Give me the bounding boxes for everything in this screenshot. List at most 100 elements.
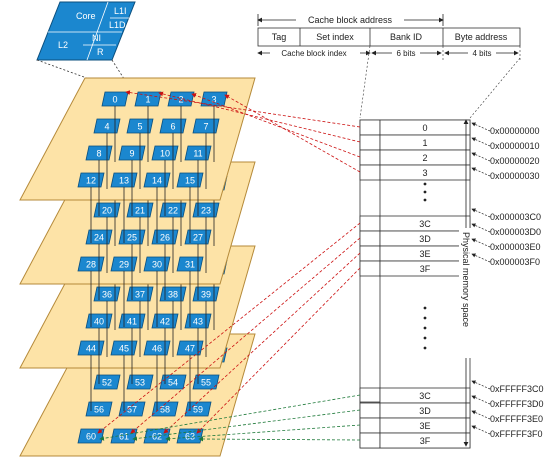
chip-25: 25 — [118, 229, 146, 245]
address-top-2: 0x00000020 — [490, 156, 540, 166]
address-mid-3: 0x000003F0 — [490, 257, 540, 267]
ellipsis-dot — [423, 316, 427, 320]
chip-label-11: 11 — [193, 149, 202, 159]
physical-memory-label: Physical memory space — [461, 232, 471, 327]
chip-label-3: 3 — [211, 95, 216, 105]
mapping-arrow-bottom-1 — [132, 409, 361, 441]
chip-63: 63 — [176, 428, 204, 444]
memory-row-top-0: 0 — [359, 119, 471, 136]
chip-9: 9 — [118, 145, 146, 161]
ellipsis-dot — [423, 198, 427, 202]
chip-5: 5 — [126, 118, 154, 134]
memory-row-mid-2: 3E — [359, 245, 471, 262]
chip-23: 23 — [192, 202, 220, 218]
ellipsis-dot — [423, 326, 427, 330]
chip-label-56: 56 — [94, 405, 104, 415]
address-bottom-1: 0xFFFFF3D0 — [490, 399, 544, 409]
ellipsis-dot — [423, 182, 427, 186]
memory-row-label: 3F — [420, 436, 431, 446]
mapping-arrow-mid-3 — [196, 267, 361, 434]
chip-31: 31 — [176, 256, 204, 272]
chip-56: 56 — [85, 401, 113, 417]
chip-label-14: 14 — [152, 176, 162, 186]
r-label: R — [97, 47, 104, 57]
chip-label-5: 5 — [137, 122, 142, 132]
memory-row-top-1: 1 — [359, 134, 471, 151]
chip-20: 20 — [93, 202, 121, 218]
ellipsis-dot — [423, 346, 427, 350]
chip-label-59: 59 — [193, 405, 203, 415]
chip-stack: 4849505152535455565758596061626332333435… — [19, 77, 256, 457]
memory-row-label: 3E — [419, 249, 430, 259]
chip-7: 7 — [192, 118, 220, 134]
chip-label-62: 62 — [152, 432, 162, 442]
core-label: Core — [76, 11, 96, 21]
chip-52: 52 — [93, 374, 121, 390]
memory-row-mid-0: 3C — [359, 215, 471, 232]
mapping-arrow-bottom-3 — [198, 436, 361, 442]
chip-11: 11 — [184, 145, 212, 161]
chip-55: 55 — [192, 374, 220, 390]
chip-label-46: 46 — [152, 344, 162, 354]
address-top-3: 0x00000030 — [490, 171, 540, 181]
address-bottom-2: 0xFFFFF3E0 — [490, 414, 543, 424]
memory-row-label: 2 — [422, 153, 427, 163]
memory-row-label: 3 — [422, 168, 427, 178]
chip-44: 44 — [77, 340, 105, 356]
chip-label-41: 41 — [127, 317, 137, 327]
mapping-arrow-mid-1 — [130, 237, 361, 434]
mapping-arrow-mid-2 — [163, 252, 361, 434]
chip-label-12: 12 — [86, 176, 96, 186]
byte-bits-label: 4 bits — [472, 49, 491, 58]
mapping-arrows — [97, 90, 361, 442]
chip-37: 37 — [126, 286, 154, 302]
chip-1: 1 — [134, 91, 162, 107]
chip-13: 13 — [110, 172, 138, 188]
chip-label-47: 47 — [185, 344, 195, 354]
chip-10: 10 — [151, 145, 179, 161]
chip-22: 22 — [159, 202, 187, 218]
chip-label-21: 21 — [135, 206, 145, 216]
address-bottom-3: 0xFFFFF3F0 — [490, 429, 543, 439]
chip-label-57: 57 — [127, 405, 137, 415]
core-detail: Core L1I L1D L2 NI R — [36, 1, 136, 61]
chip-label-39: 39 — [201, 290, 211, 300]
chip-45: 45 — [110, 340, 138, 356]
chip-39: 39 — [192, 286, 220, 302]
address-labels: 0x000000000x000000100x000000200x00000030… — [471, 122, 544, 439]
chip-41: 41 — [118, 313, 146, 329]
address-bottom-0: 0xFFFFF3C0 — [490, 384, 544, 394]
memory-row-label: 3F — [420, 264, 431, 274]
memory-row-label: 0 — [422, 123, 427, 133]
chip-57: 57 — [118, 401, 146, 417]
chip-12: 12 — [77, 172, 105, 188]
chip-label-52: 52 — [102, 378, 112, 388]
chip-label-31: 31 — [185, 260, 195, 270]
memory-row-mid-1: 3D — [359, 230, 471, 247]
cache-block-index-label: Cache block index — [281, 49, 346, 58]
chip-38: 38 — [159, 286, 187, 302]
chip-label-22: 22 — [168, 206, 178, 216]
memory-row-top-2: 2 — [359, 149, 471, 166]
chip-14: 14 — [143, 172, 171, 188]
chip-label-7: 7 — [203, 122, 208, 132]
l1i-label: L1I — [114, 6, 127, 16]
chip-42: 42 — [151, 313, 179, 329]
address-top-1: 0x00000010 — [490, 141, 540, 151]
ellipsis-dot — [423, 306, 427, 310]
chip-label-42: 42 — [160, 317, 170, 327]
chip-58: 58 — [151, 401, 179, 417]
memory-row-label: 3D — [419, 234, 431, 244]
chip-label-10: 10 — [160, 149, 170, 159]
chip-label-4: 4 — [104, 122, 109, 132]
chip-24: 24 — [85, 229, 113, 245]
chip-label-55: 55 — [201, 378, 211, 388]
chip-36: 36 — [93, 286, 121, 302]
chip-label-58: 58 — [160, 405, 170, 415]
l2-label: L2 — [58, 40, 68, 50]
chip-label-38: 38 — [168, 290, 178, 300]
chip-label-53: 53 — [135, 378, 145, 388]
chip-label-63: 63 — [185, 432, 195, 442]
